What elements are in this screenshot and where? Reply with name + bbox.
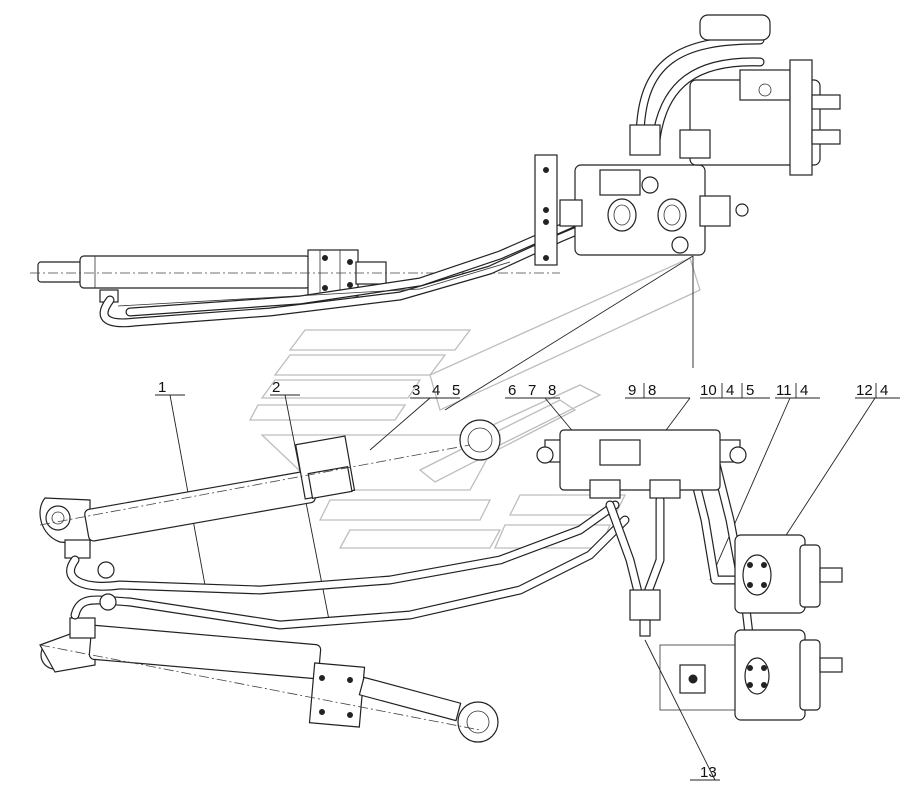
callout-10-4: 4 <box>726 382 734 399</box>
callout-5: 5 <box>452 382 460 399</box>
callout-8: 8 <box>548 382 556 399</box>
callout-1: 1 <box>158 379 166 396</box>
left-cylinder-lower <box>39 617 499 743</box>
lower-control-valve <box>536 429 747 637</box>
callout-leaders <box>155 255 900 781</box>
callout-10: 10 <box>700 382 717 399</box>
callout-7: 7 <box>528 382 536 399</box>
callout-2: 2 <box>272 379 280 396</box>
callout-4: 4 <box>432 382 440 399</box>
callout-9: 9 <box>628 382 636 399</box>
callout-11: 11 <box>776 382 792 399</box>
watermark-logo <box>248 257 701 549</box>
callout-9-8: 8 <box>648 382 656 399</box>
lower-pump-upper <box>734 534 843 614</box>
callout-11-4: 4 <box>800 382 808 399</box>
callout-10-5: 5 <box>746 382 754 399</box>
lower-pump-frame <box>659 644 741 711</box>
callout-12-4: 4 <box>880 382 888 399</box>
callout-12: 12 <box>856 382 873 399</box>
callout-labels: 1 2 3 4 5 6 7 8 9 8 10 4 5 11 4 12 4 13 <box>158 379 888 781</box>
upper-pump <box>629 14 841 176</box>
lower-pump-lower <box>734 629 843 721</box>
upper-control-valve <box>534 154 749 266</box>
left-cylinder-upper <box>39 419 501 559</box>
callout-13: 13 <box>700 764 717 781</box>
callout-3: 3 <box>412 382 420 399</box>
callout-6: 6 <box>508 382 516 399</box>
